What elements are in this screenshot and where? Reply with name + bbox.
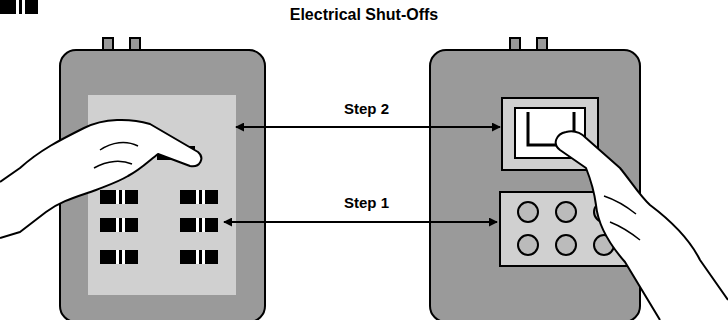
- step-2-arrow: [236, 126, 500, 128]
- breaker-panel: [0, 0, 265, 320]
- breaker-switches: [0, 0, 218, 264]
- step-1-arrow: [224, 221, 497, 223]
- step-label: Step 1: [341, 194, 392, 211]
- diagram-title: Electrical Shut-Offs: [0, 6, 728, 24]
- step-label: Step 2: [341, 100, 392, 117]
- right-hand: [556, 131, 728, 320]
- left-hand: [0, 120, 201, 238]
